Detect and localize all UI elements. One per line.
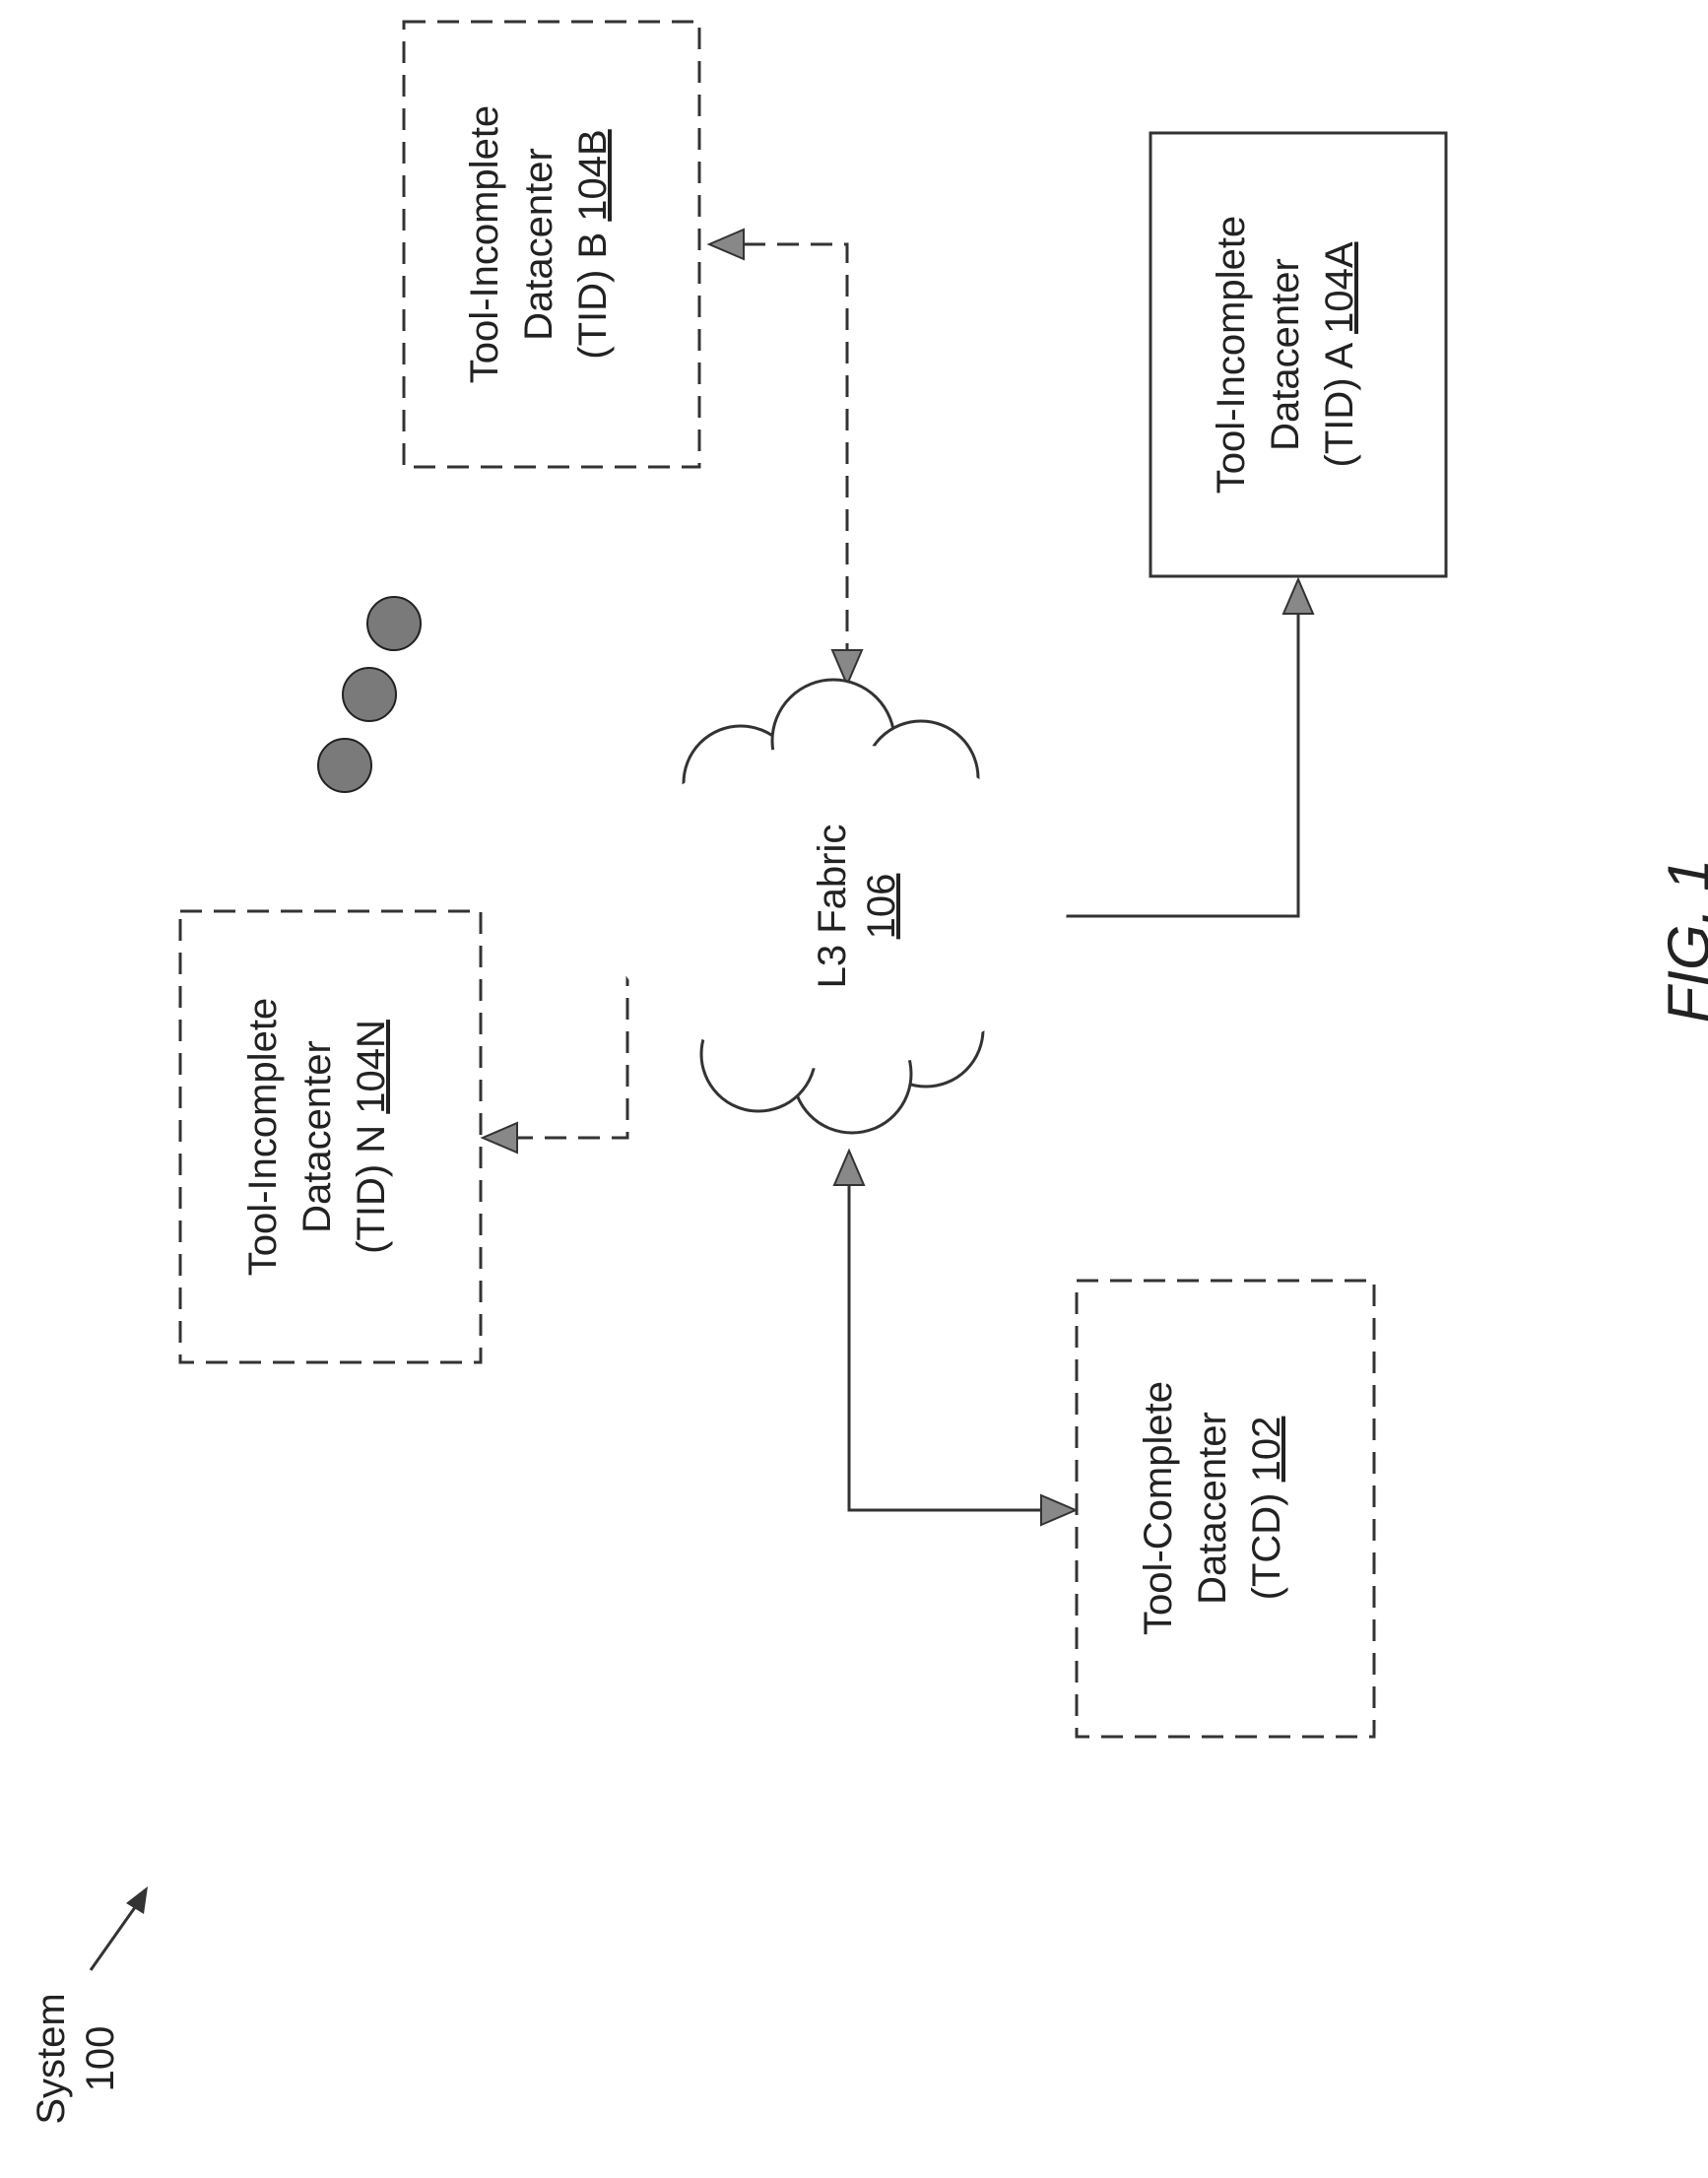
tid-b-line1: Tool-Incomplete (463, 105, 506, 383)
tcd-line2: Datacenter (1191, 1412, 1234, 1605)
arrowhead-fabric-end-tcd (834, 1151, 864, 1185)
figure-label: FIG. 1 (1656, 859, 1708, 1023)
tcd-ref: 102 (1245, 1417, 1288, 1483)
tcd-line3: (TCD) (1245, 1493, 1288, 1601)
arrowhead-tid-b-end (709, 230, 744, 259)
connector-fabric-tcd (849, 1167, 1059, 1510)
l3-fabric-cloud: L3 Fabric 106 (604, 680, 1067, 1133)
arrowhead-tcd-end (1041, 1495, 1076, 1525)
tcd-box: Tool-Complete Datacenter (TCD) 102 (1077, 1281, 1374, 1737)
tcd-line1: Tool-Complete (1137, 1381, 1180, 1635)
connector-fabric-tid-a (1034, 596, 1298, 916)
system-number: 100 (79, 2026, 122, 2092)
tid-b-line3: (TID) B (571, 232, 615, 360)
fabric-label: L3 Fabric (811, 825, 854, 989)
system-label-text: System (30, 1993, 73, 2124)
tid-a-line1: Tool-Incomplete (1210, 216, 1253, 494)
tid-b-box: Tool-Incomplete Datacenter (TID) B 104B (404, 22, 699, 467)
arrowhead-tid-n-end (483, 1123, 517, 1153)
tid-n-line2: Datacenter (296, 1040, 339, 1233)
tid-a-box: Tool-Incomplete Datacenter (TID) A 104A (1150, 133, 1446, 576)
tid-b-line2: Datacenter (517, 148, 560, 341)
system-pointer-arrow (91, 1886, 148, 1970)
ellipsis-dots-icon (318, 597, 421, 792)
tid-b-ref: 104B (571, 129, 615, 221)
svg-text:(TCD) 102: (TCD) 102 (1245, 1417, 1288, 1601)
tid-a-ref: 104A (1318, 241, 1361, 334)
svg-text:(TID) B 104B: (TID) B 104B (571, 129, 615, 359)
arrowhead-tid-a-end (1283, 579, 1313, 614)
svg-text:(TID) N 104N: (TID) N 104N (350, 1020, 393, 1254)
system-label: System 100 (30, 1993, 122, 2124)
tid-n-line3: (TID) N (350, 1125, 393, 1254)
tid-n-ref: 104N (350, 1020, 393, 1114)
figure-label-text: FIG. 1 (1656, 859, 1708, 1023)
connector-fabric-tid-b (724, 244, 847, 665)
tid-n-box: Tool-Incomplete Datacenter (TID) N 104N (180, 911, 481, 1362)
tid-a-line3: (TID) A (1318, 343, 1361, 468)
fabric-ref: 106 (860, 874, 903, 940)
tid-n-line1: Tool-Incomplete (241, 998, 285, 1276)
svg-text:(TID) A 104A: (TID) A 104A (1318, 241, 1361, 467)
tid-a-line2: Datacenter (1264, 258, 1307, 451)
